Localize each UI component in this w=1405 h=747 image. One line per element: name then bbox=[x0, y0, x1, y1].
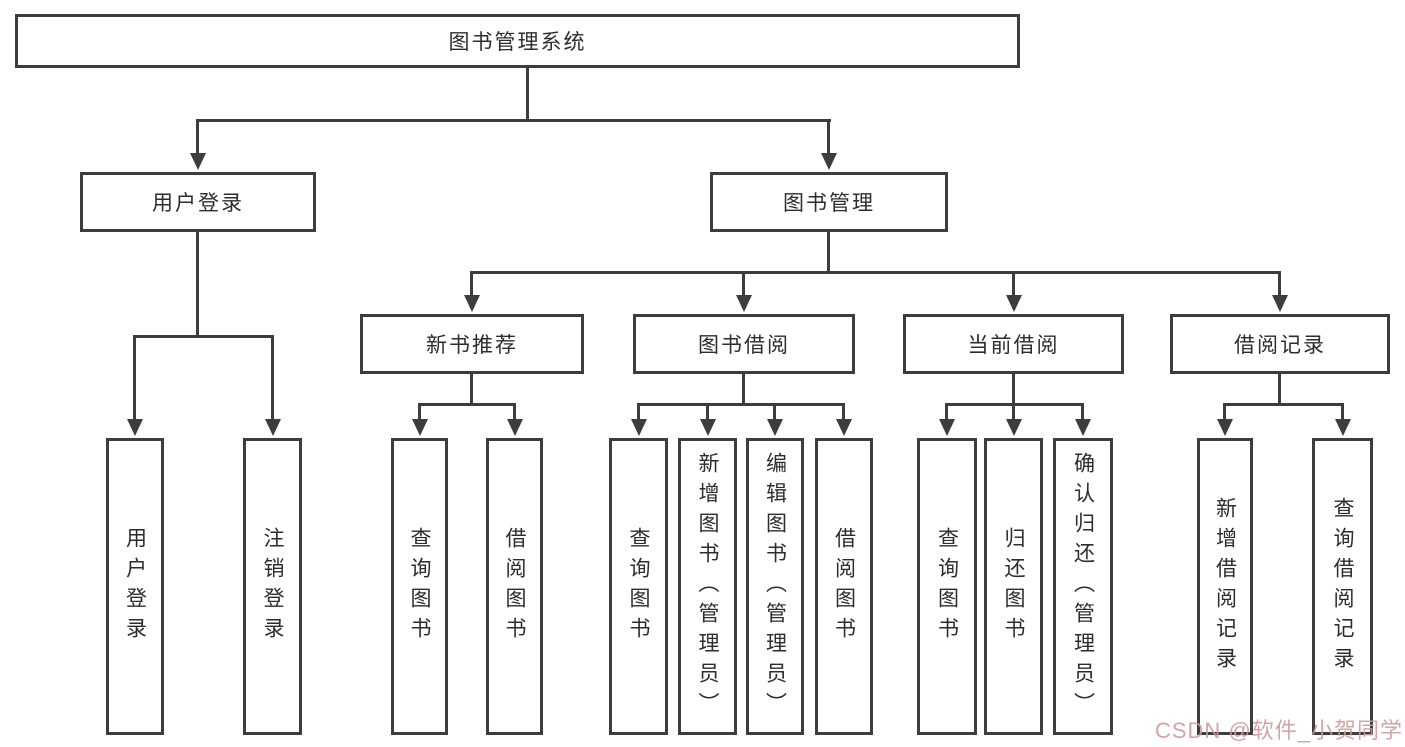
leaf-borrow-add-book-admin: 新增图书（管理员） bbox=[678, 438, 737, 735]
arrow-down-icon bbox=[842, 403, 845, 419]
leaf-recommend-query-book: 查询图书 bbox=[391, 438, 448, 735]
leaf-current-return-book: 归还图书 bbox=[984, 438, 1043, 735]
connector-root-trunk bbox=[526, 68, 529, 120]
node-book-management: 图书管理 bbox=[710, 172, 948, 232]
leaf-label: 确认归还（管理员） bbox=[1071, 451, 1095, 722]
arrow-down-icon bbox=[196, 119, 199, 153]
leaf-label: 新增图书（管理员） bbox=[696, 451, 719, 722]
node-new-book-recommend: 新书推荐 bbox=[360, 314, 584, 374]
arrow-down-icon bbox=[1341, 403, 1344, 419]
leaf-label: 用户登录 bbox=[123, 526, 147, 647]
arrow-down-icon bbox=[271, 335, 274, 419]
arrow-down-icon bbox=[742, 271, 745, 295]
node-user-login: 用户登录 bbox=[80, 172, 316, 232]
arrow-down-icon bbox=[1278, 271, 1281, 295]
leaf-label: 注销登录 bbox=[261, 526, 284, 647]
connector-root-bar bbox=[196, 119, 831, 122]
arrow-down-icon bbox=[773, 403, 776, 419]
node-book-borrow: 图书借阅 bbox=[633, 314, 855, 374]
arrow-down-icon bbox=[1081, 403, 1084, 419]
arrow-down-icon bbox=[706, 403, 709, 419]
arrow-down-icon bbox=[1012, 271, 1015, 295]
arrow-down-icon bbox=[827, 119, 830, 153]
connector-mgmt-trunk bbox=[827, 232, 830, 273]
leaf-label: 编辑图书（管理员） bbox=[763, 451, 787, 722]
arrow-down-icon bbox=[637, 403, 640, 419]
leaf-borrow-query-book: 查询图书 bbox=[609, 438, 668, 735]
arrow-down-icon bbox=[470, 271, 473, 295]
leaf-logout: 注销登录 bbox=[243, 438, 302, 735]
connector-records-bar bbox=[1223, 403, 1344, 406]
leaf-label: 借阅图书 bbox=[832, 526, 856, 647]
leaf-label: 查询图书 bbox=[408, 526, 431, 647]
arrow-down-icon bbox=[1223, 403, 1226, 419]
leaf-label: 查询借阅记录 bbox=[1331, 496, 1354, 677]
leaf-records-query-record: 查询借阅记录 bbox=[1312, 438, 1373, 735]
arrow-down-icon bbox=[513, 403, 516, 419]
leaf-borrow-edit-book-admin: 编辑图书（管理员） bbox=[746, 438, 804, 735]
leaf-label: 查询图书 bbox=[935, 526, 959, 647]
connector-records-trunk bbox=[1278, 374, 1281, 405]
connector-borrow-bar bbox=[637, 403, 845, 406]
node-current-borrow: 当前借阅 bbox=[903, 314, 1124, 374]
node-root: 图书管理系统 bbox=[15, 14, 1020, 68]
csdn-watermark: CSDN @软件_小贺同学 bbox=[1154, 718, 1403, 743]
connector-recommend-bar bbox=[418, 403, 516, 406]
connector-borrow-trunk bbox=[742, 374, 745, 405]
leaf-label: 新增借阅记录 bbox=[1213, 496, 1237, 677]
connector-recommend-trunk bbox=[470, 374, 473, 405]
leaf-borrow-borrow-book: 借阅图书 bbox=[815, 438, 873, 735]
leaf-recommend-borrow-book: 借阅图书 bbox=[486, 438, 543, 735]
arrow-down-icon bbox=[945, 403, 948, 419]
connector-user-bar bbox=[133, 335, 274, 338]
leaf-current-confirm-return-admin: 确认归还（管理员） bbox=[1053, 438, 1113, 735]
leaf-current-query-book: 查询图书 bbox=[917, 438, 977, 735]
leaf-label: 归还图书 bbox=[1002, 526, 1025, 647]
leaf-records-add-record: 新增借阅记录 bbox=[1197, 438, 1253, 735]
connector-mgmt-bar bbox=[470, 271, 1281, 274]
leaf-label: 查询图书 bbox=[627, 526, 650, 647]
arrow-down-icon bbox=[1012, 403, 1015, 419]
connector-user-trunk bbox=[196, 232, 199, 336]
leaf-label: 借阅图书 bbox=[503, 526, 526, 647]
arrow-down-icon bbox=[133, 335, 136, 419]
arrow-down-icon bbox=[418, 403, 421, 419]
node-borrow-records: 借阅记录 bbox=[1170, 314, 1390, 374]
leaf-user-login: 用户登录 bbox=[106, 438, 164, 735]
connector-current-trunk bbox=[1012, 374, 1015, 405]
